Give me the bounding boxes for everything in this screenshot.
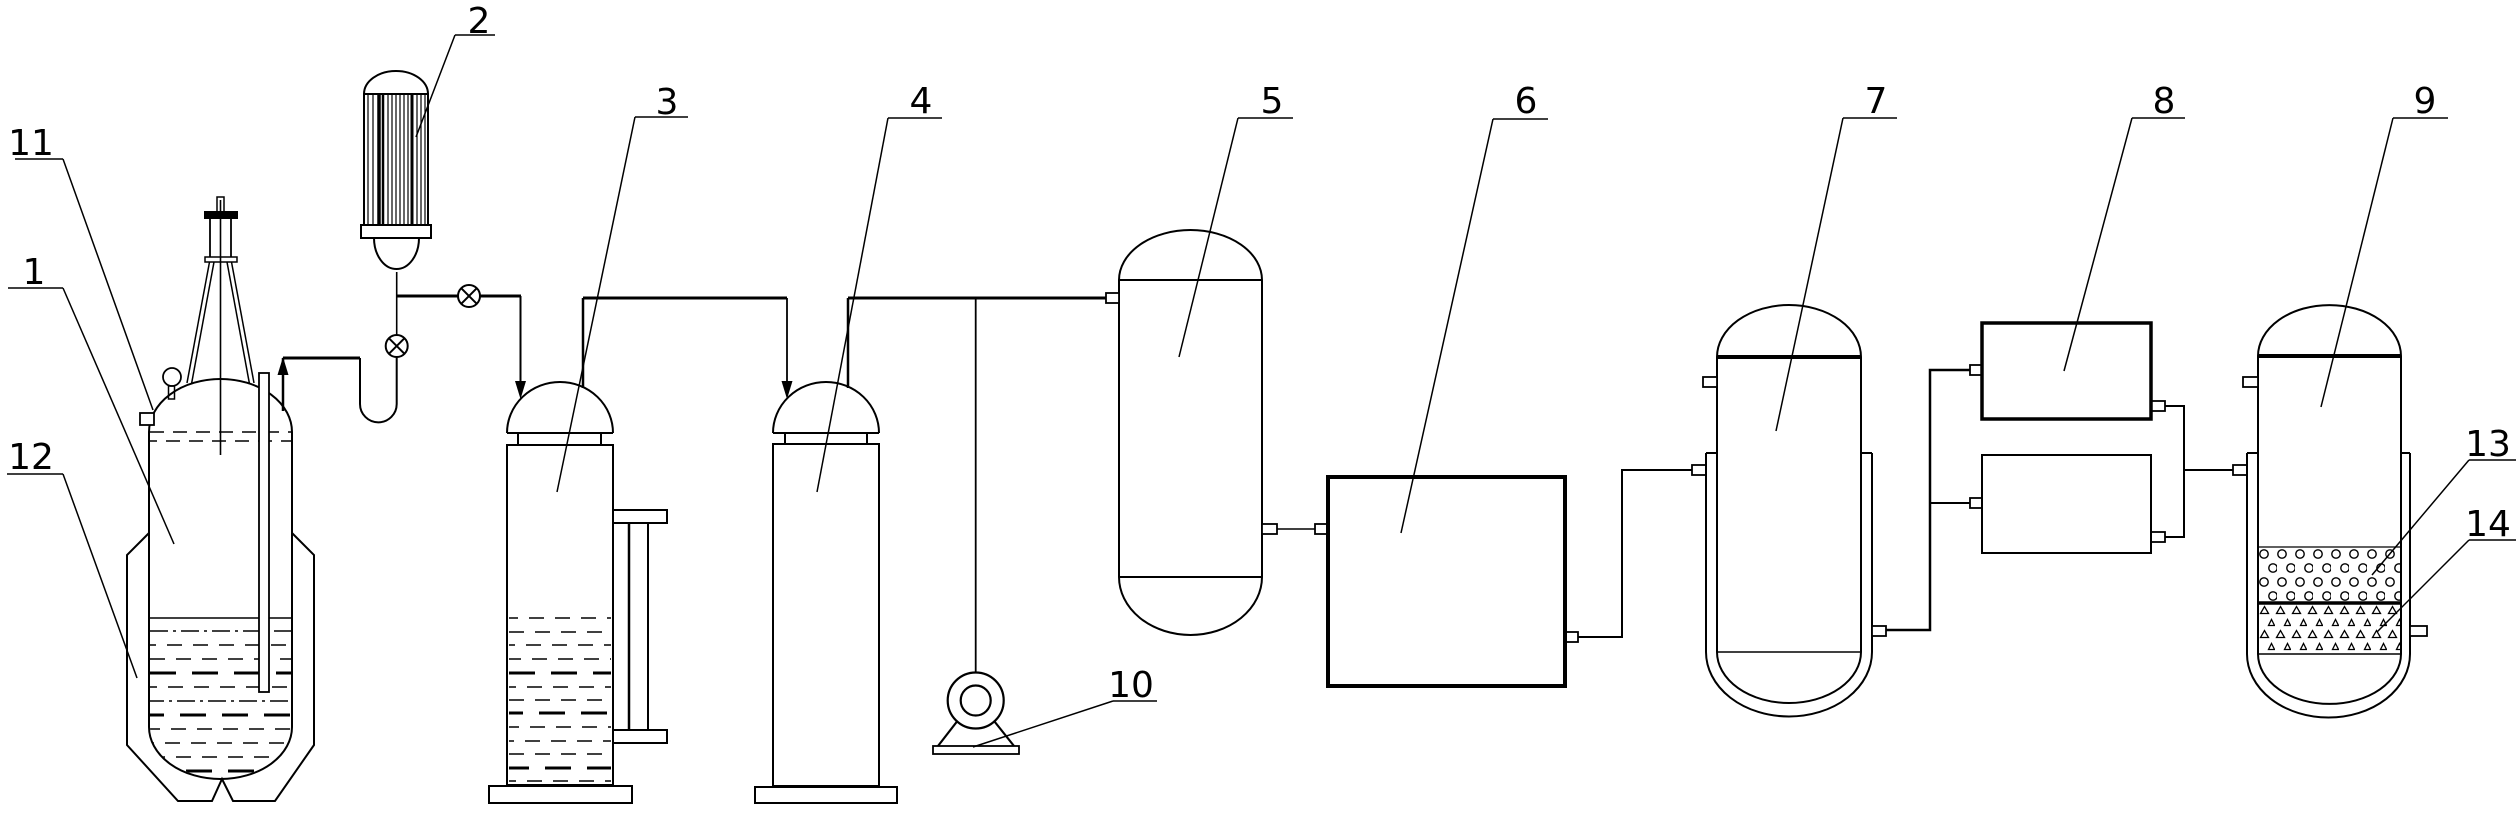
column-3 (488, 381, 668, 804)
svg-text:11: 11 (8, 123, 54, 164)
motor-fins (367, 95, 426, 224)
svg-text:8: 8 (2153, 81, 2176, 122)
vessel-7-top-nozzle (1702, 376, 1718, 388)
vessel-9-jacket (2246, 452, 2411, 719)
label-8: 8 (2063, 81, 2185, 372)
pressure-gauge (162, 367, 182, 400)
label-13: 13 (2371, 424, 2516, 576)
vessel-7-bottom-nozzle (1871, 625, 1887, 637)
arrow-down-col3 (515, 381, 526, 399)
agitator-assembly (186, 196, 255, 455)
arrow-up (277, 357, 289, 375)
vessel-5-inlet-nozzle (1105, 292, 1120, 304)
tank-6 (1277, 464, 1707, 688)
label-4: 4 (816, 81, 942, 493)
label-1: 1 (8, 252, 175, 545)
box-8a (1980, 321, 2153, 421)
svg-text:1: 1 (23, 252, 46, 293)
label-12: 12 (7, 437, 138, 679)
thermowell-tube (258, 372, 270, 693)
label-10: 10 (972, 665, 1157, 748)
agitator-flange (204, 211, 238, 219)
packed-bed-14 (2259, 604, 2400, 653)
label-9: 9 (2320, 81, 2448, 408)
labels: 1 2 3 4 5 6 7 (7, 1, 2516, 748)
label-7: 7 (1775, 81, 1897, 432)
boxes-8 (1969, 321, 2248, 554)
svg-text:10: 10 (1108, 665, 1154, 706)
label-11: 11 (8, 123, 154, 411)
reactor-nozzle (139, 412, 155, 426)
vessel-9 (2242, 304, 2428, 719)
arrow-down-col4 (781, 381, 793, 399)
label-3: 3 (556, 82, 688, 493)
packed-bed-13 (2259, 547, 2400, 603)
svg-text:5: 5 (1261, 81, 1284, 122)
label-2: 2 (415, 1, 495, 138)
valve-2 (457, 284, 481, 308)
column-3-liquid (509, 617, 611, 782)
reactor-vessel (126, 196, 315, 802)
svg-text:13: 13 (2465, 424, 2511, 465)
svg-text:12: 12 (8, 437, 54, 478)
vessel-7 (1702, 304, 1887, 718)
svg-text:9: 9 (2414, 81, 2437, 122)
svg-text:3: 3 (656, 82, 679, 123)
motor (360, 70, 432, 270)
valve-1 (384, 334, 409, 358)
svg-text:7: 7 (1865, 81, 1888, 122)
label-5: 5 (1178, 81, 1293, 358)
piping-left (277, 272, 1106, 673)
label-14: 14 (2376, 504, 2516, 633)
svg-text:4: 4 (910, 81, 933, 122)
label-6: 6 (1400, 81, 1548, 534)
column-4-base (754, 786, 898, 804)
svg-text:14: 14 (2465, 504, 2511, 545)
vessel-7-jacket (1705, 452, 1873, 718)
column-3-base (488, 785, 633, 804)
vessel-9-top-nozzle (2242, 376, 2259, 388)
pump (932, 671, 1020, 755)
reactor-jacket (126, 532, 315, 802)
piping-7-8 (1886, 368, 1970, 632)
level-gauge (612, 509, 668, 744)
vessel-5 (1105, 229, 1278, 636)
svg-text:6: 6 (1515, 81, 1538, 122)
svg-text:2: 2 (468, 1, 491, 42)
vessel-9-right-nozzle (2409, 625, 2428, 637)
vessel-5-outlet-nozzle (1261, 523, 1278, 535)
reactor-bottom (148, 726, 293, 780)
box-8b (1981, 454, 2152, 554)
